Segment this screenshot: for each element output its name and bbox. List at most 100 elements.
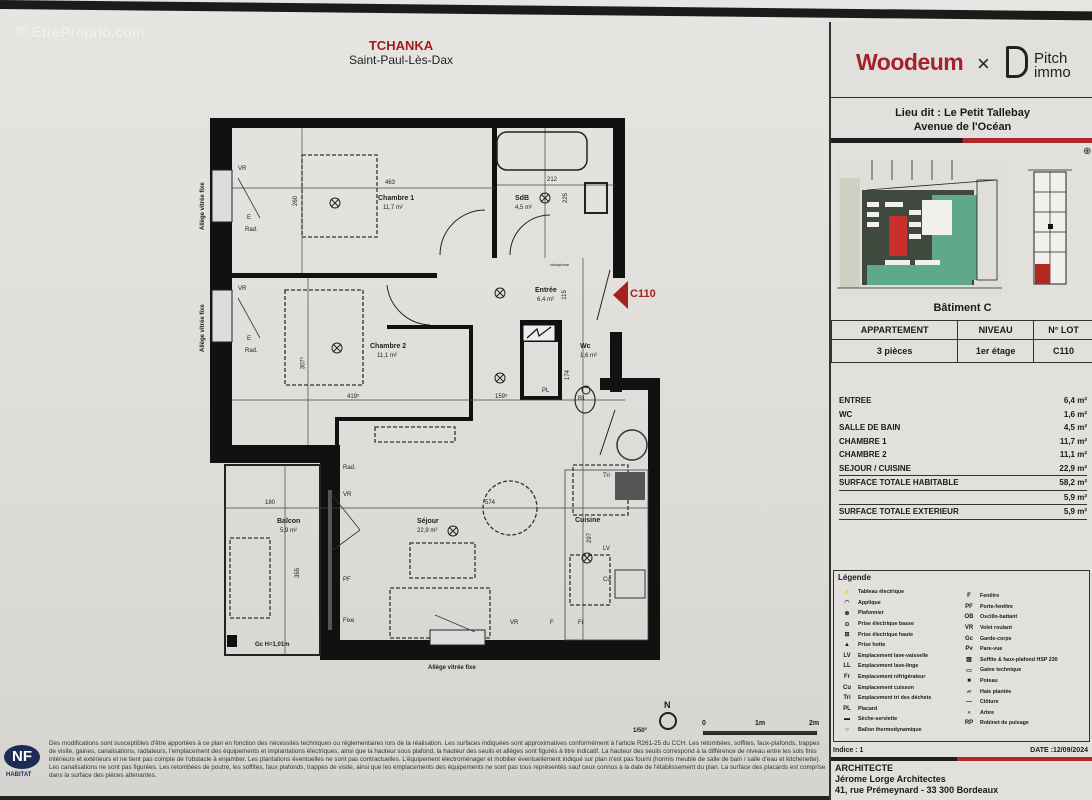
title-block-panel: Woodeum × Pitch immo Lieu dit : Le Petit… xyxy=(829,22,1092,800)
site-avenue: Avenue de l'Océan xyxy=(913,121,1012,133)
surface-value: 4,5 m² xyxy=(1063,423,1087,432)
high-socket-icon: ⊞ xyxy=(844,632,850,639)
legend-item: ⊙Prise électrique basse xyxy=(836,619,931,630)
label-garde-corps: Gc H=1,01m xyxy=(255,642,290,648)
architect-title: ARCHITECTE xyxy=(835,763,893,773)
room-balcon-area: 5,9 m² xyxy=(280,528,298,534)
pillar-icon: ■ xyxy=(967,678,971,685)
nf-habitat-sub: HABITAT xyxy=(6,772,32,778)
floor-plan: Chambre 1 11,7 m² SdB 4,5 m² Entrée 6,4 … xyxy=(200,110,665,680)
scale-ratio: 1/50° xyxy=(633,728,648,734)
label-pl: PL xyxy=(542,388,550,394)
room-chambre2-area: 11,1 m² xyxy=(377,353,397,359)
legend-item: ●Arbre xyxy=(958,708,1058,719)
north-label: N xyxy=(664,700,671,710)
surface-label: ENTREE xyxy=(839,396,872,405)
label-rad-ch1: Rad. xyxy=(245,227,258,233)
surface-value: 1,6 m² xyxy=(1063,409,1087,419)
building-key-plan xyxy=(1028,169,1072,285)
legend-item: ⚡Tableau électrique xyxy=(836,587,931,598)
surface-label: SURFACE TOTALE HABITABLE xyxy=(839,478,959,487)
floor-plan-drawing xyxy=(210,118,660,660)
lot-header-lot: N° LOT xyxy=(1033,320,1092,340)
legend-item: —Clôture xyxy=(958,697,1058,708)
room-entree-area: 6,4 m² xyxy=(537,297,555,303)
dim-sejour: 574 xyxy=(485,500,496,506)
bottom-border xyxy=(0,796,830,800)
wall-light-icon: ◠ xyxy=(844,600,850,607)
surface-label: SEJOUR / CUISINE xyxy=(839,463,912,473)
label-f: F xyxy=(550,620,554,626)
surface-total-exterieur: SURFACE TOTALE EXTERIEUR 5,9 m² xyxy=(839,504,1087,520)
legend-item: ○Ballon thermodynamique xyxy=(836,725,931,736)
room-sejour-name: Séjour xyxy=(417,518,439,525)
room-wc-name: Wc xyxy=(580,343,591,350)
architect-block: ARCHITECTE Jérome Lorge Architectes 41, … xyxy=(835,763,998,796)
room-sdb-name: SdB xyxy=(515,195,529,202)
scale-tick-1m: 1m xyxy=(755,720,766,727)
label-lv: LV xyxy=(603,546,610,552)
label-vr-sejour-window: VR xyxy=(510,620,519,626)
room-wc-area: 1,6 m² xyxy=(580,353,598,359)
lot-value-level: 1er étage xyxy=(957,339,1035,363)
scale-bar xyxy=(703,731,817,735)
legend-item: ⊞Prise électrique haute xyxy=(836,629,931,640)
label-fixe: Fixe xyxy=(343,618,355,624)
dim-ch2-height: 307⁵ xyxy=(300,356,307,370)
architect-name: Jérome Lorge Architectes xyxy=(835,774,946,784)
dim-balcon-height: 355 xyxy=(295,567,302,579)
label-rad-sejour: Rad. xyxy=(343,465,356,471)
dim-ch2-width: 419⁵ xyxy=(347,394,360,400)
label-vr-sejour: VR xyxy=(343,492,352,498)
dim-wc: 174 xyxy=(565,369,572,381)
legend-left-column: ⚡Tableau électrique ◠Applique ⊗Plafonnie… xyxy=(836,587,931,735)
room-sdb-area: 4,5 m² xyxy=(515,205,533,211)
revision-index: Indice : 1 xyxy=(833,747,864,754)
surface-value: 11,1 m² xyxy=(1059,450,1087,459)
entry-lot-marker: C110 xyxy=(630,288,656,300)
surface-value: 11,7 m² xyxy=(1059,436,1087,446)
towel-dryer-icon: ▬ xyxy=(844,716,850,723)
label-vr-ch1: VR xyxy=(238,166,247,172)
ceiling-light-icon: ⊗ xyxy=(844,610,850,617)
legend-title: Légende xyxy=(838,573,871,582)
room-chambre1-area: 11,7 m² xyxy=(383,205,403,211)
surface-label: SURFACE TOTALE EXTERIEUR xyxy=(839,507,959,516)
pitch-p-icon xyxy=(1006,46,1028,78)
label-cu: Cu xyxy=(603,577,611,583)
dim-sdb-height: 225 xyxy=(563,192,570,204)
legend-item: ▨Soffite & faux-plafond HSP 230 xyxy=(958,655,1057,666)
plan-date: DATE :12/09/2024 xyxy=(1030,747,1088,754)
surface-value: 5,9 m² xyxy=(1063,507,1087,516)
site-lieu: Lieu dit : Le Petit Tallebay xyxy=(895,107,1030,119)
architect-address: 41, rue Prémeynard - 33 300 Bordeaux xyxy=(835,785,999,795)
entry-arrow-icon xyxy=(613,281,628,309)
woodeum-logo: Woodeum xyxy=(856,49,964,75)
brand-separator: × xyxy=(977,51,990,76)
dim-ch1-height: 260 xyxy=(293,195,300,207)
site-plan-map xyxy=(837,160,1002,296)
site-address: Lieu dit : Le Petit Tallebay Avenue de l… xyxy=(831,106,1092,134)
building-name: Bâtiment C xyxy=(933,302,992,314)
pitch-line2: immo xyxy=(1034,64,1071,81)
label-b1: B1 xyxy=(578,396,586,402)
brand-logos: Woodeum × Pitch immo xyxy=(831,22,1092,98)
water-heater-icon: ○ xyxy=(845,727,849,734)
dim-balcon-width: 180 xyxy=(265,500,276,506)
label-allege-side-2: Allège vitrée fixe xyxy=(200,304,206,352)
